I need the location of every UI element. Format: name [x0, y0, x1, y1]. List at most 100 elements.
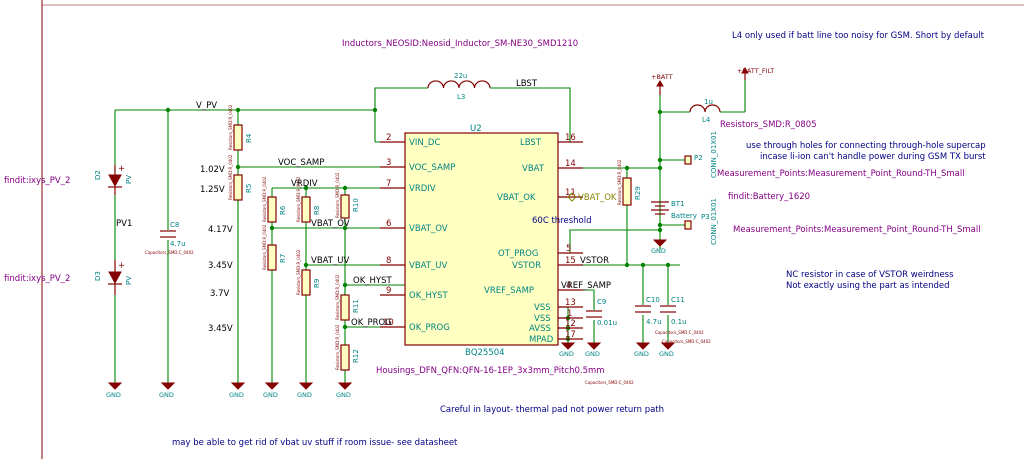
voltage-2: 1.25V: [200, 185, 225, 195]
svg-text:GND: GND: [651, 247, 666, 255]
ic-pin-name: AVSS: [529, 324, 551, 334]
ic-pin-num: 17: [565, 330, 576, 340]
ic-pin-num: 4: [566, 281, 571, 291]
c11-ref: C11: [671, 296, 685, 304]
svg-text:Resistors_SMD:R_0402: Resistors_SMD:R_0402: [617, 159, 622, 205]
pv1-label: PV1: [116, 219, 132, 229]
footprint-labels: Inductors_NEOSID:Neosid_Inductor_SM-NE30…: [4, 39, 981, 376]
net-v-pv: V_PV: [196, 101, 217, 111]
gnd-r9: GND: [297, 382, 314, 399]
l3-ref: L3: [457, 93, 465, 101]
resistor-r9[interactable]: Resistors_SMD:R_0402 R9: [296, 249, 321, 296]
r9-ref: R9: [313, 279, 321, 288]
svg-text:Resistors_SMD:R_0402: Resistors_SMD:R_0402: [228, 154, 233, 200]
r29-ref: R29: [634, 186, 642, 200]
fp-qfn: Housings_DFN_QFN:QFN-16-1EP_3x3mm_Pitch0…: [376, 366, 605, 376]
ic-pin-name: VBAT_OK: [497, 193, 536, 203]
r11-ref: R11: [352, 299, 360, 313]
inductor-l3[interactable]: 22u L3: [427, 72, 491, 101]
svg-text:Resistors_SMD:R_0402: Resistors_SMD:R_0402: [335, 274, 340, 320]
resistor-r29[interactable]: Resistors_SMD:R_0402 R29: [617, 159, 642, 206]
svg-text:GND: GND: [559, 350, 574, 358]
c8-val: 4.7u: [170, 240, 186, 248]
diode-d3[interactable]: + D3 PV: [94, 260, 133, 295]
note-nc-2: Not exactly using the part as intended: [786, 281, 950, 291]
resistor-r4[interactable]: Resistors_SMD:R_0402 R4: [228, 104, 253, 151]
r7-ref: R7: [279, 254, 287, 263]
net-lbst: LBST: [516, 79, 538, 89]
ic-pin-name: OT_PROG: [498, 249, 538, 259]
resistor-r6[interactable]: Resistors_SMD:R_0402 R6: [262, 176, 287, 223]
ic-u2[interactable]: U2 BQ25504 2 VIN_DC 3 VOC_SAMP 7 VRDIV 6…: [380, 124, 583, 358]
l4-value: 1u: [704, 98, 713, 106]
ic-pin-num: 1: [567, 309, 572, 319]
ic-pin-name: VBAT: [522, 164, 545, 174]
fp-inductor: Inductors_NEOSID:Neosid_Inductor_SM-NE30…: [342, 39, 578, 49]
connector-p3[interactable]: P3 CONN_01X01: [684, 198, 718, 245]
c10-ref: C10: [646, 296, 660, 304]
batt-label: +BATT: [651, 73, 673, 81]
svg-text:GND: GND: [263, 391, 278, 399]
c11-val: 0.1u: [671, 318, 687, 326]
ic-pin-name: VREF_SAMP: [484, 286, 534, 296]
ic-pin-num: 10: [383, 318, 394, 328]
battery-bt1[interactable]: BT1 Battery: [651, 200, 697, 220]
c9-fp: Capacitors_SMD:C_0402: [585, 380, 634, 385]
resistor-r10[interactable]: Resistors_SMD:R_0402 R10: [335, 172, 360, 219]
p2-ref: P2: [694, 154, 703, 162]
note-layout: Careful in layout- thermal pad not power…: [440, 405, 664, 415]
resistor-r8[interactable]: Resistors_SMD:R_0402 R8: [296, 176, 321, 223]
voltage-annotations: 1.02V 1.25V 4.17V 3.45V 3.7V 3.45V: [200, 165, 233, 334]
fp-meas-2: Measurement_Points:Measurement_Point_Rou…: [733, 225, 981, 235]
gnd-r5: GND: [229, 382, 246, 399]
note-supercap-2: incase li-ion can't handle power during …: [760, 152, 986, 162]
ic-pin-name: VIN_DC: [409, 138, 440, 148]
capacitor-c9[interactable]: C9 0.01u Capacitors_SMD:C_0402: [585, 298, 634, 385]
svg-text:GND: GND: [659, 350, 674, 358]
l4-ref: L4: [702, 116, 711, 124]
ic-pin-num: 8: [386, 256, 391, 266]
ic-ref: U2: [470, 124, 482, 134]
note-supercap-1: use through holes for connecting through…: [746, 141, 986, 151]
ic-pin-name: MPAD: [529, 335, 554, 345]
note-threshold: 60C threshold: [532, 216, 591, 226]
fp-meas-1: Measurement_Points:Measurement_Point_Rou…: [717, 169, 965, 179]
c10-fp: Capacitors_SMD:C_0402: [655, 330, 704, 335]
ic-pin-name: OK_HYST: [409, 291, 448, 301]
voltage-5: 3.7V: [210, 289, 230, 299]
gnd-vss: GND: [559, 342, 576, 358]
note-l4: L4 only used if batt line too noisy for …: [732, 31, 985, 41]
capacitor-c10[interactable]: C10 4.7u Capacitors_SMD:C_0402: [635, 296, 704, 335]
capacitor-c8[interactable]: C8 4.7u Capacitors_SMD:C_0402: [145, 221, 194, 255]
resistor-r5[interactable]: Resistors_SMD:R_0402 R5: [228, 154, 253, 201]
voltage-6: 3.45V: [208, 324, 233, 334]
svg-text:GND: GND: [634, 350, 649, 358]
svg-text:GND: GND: [336, 391, 351, 399]
net-voc-samp: VOC_SAMP: [278, 158, 324, 168]
diode-d2[interactable]: + D2 PV: [94, 164, 133, 195]
r12-ref: R12: [352, 349, 360, 363]
ic-pin-name: VBAT_OV: [409, 224, 448, 234]
svg-text:Resistors_SMD:R_0402: Resistors_SMD:R_0402: [335, 324, 340, 370]
resistor-r11[interactable]: Resistors_SMD:R_0402 R11: [335, 274, 360, 321]
bt1-ref: BT1: [671, 200, 685, 208]
inductor-l4[interactable]: 1u L4: [689, 98, 721, 124]
ic-pin-num: 5: [566, 244, 571, 254]
resistor-r12[interactable]: Resistors_SMD:R_0402 R12: [335, 324, 360, 371]
ic-pin-num: 11: [565, 188, 576, 198]
note-nc-1: NC resistor in case of VSTOR weirdness: [786, 270, 954, 280]
ic-pin-num: 2: [386, 133, 391, 143]
capacitor-c11[interactable]: C11 0.1u Capacitors_SMD:C_0402: [660, 296, 711, 344]
svg-text:GND: GND: [297, 391, 312, 399]
p2-val: CONN_01X01: [710, 131, 718, 178]
ic-pin-name: LBST: [520, 138, 542, 148]
svg-text:+: +: [118, 261, 125, 271]
svg-text:Resistors_SMD:R_0402: Resistors_SMD:R_0402: [262, 224, 267, 270]
connector-p2[interactable]: P2 CONN_01X01: [684, 131, 718, 178]
bt1-val: Battery: [671, 212, 697, 220]
power-batt-filt: +BATT_FILT: [737, 67, 774, 80]
gnd-c9: GND: [585, 342, 602, 358]
resistor-r7[interactable]: Resistors_SMD:R_0402 R7: [262, 224, 287, 271]
ic-body[interactable]: [404, 132, 559, 346]
note-vbat-uv: may be able to get rid of vbat uv stuff …: [172, 438, 458, 448]
